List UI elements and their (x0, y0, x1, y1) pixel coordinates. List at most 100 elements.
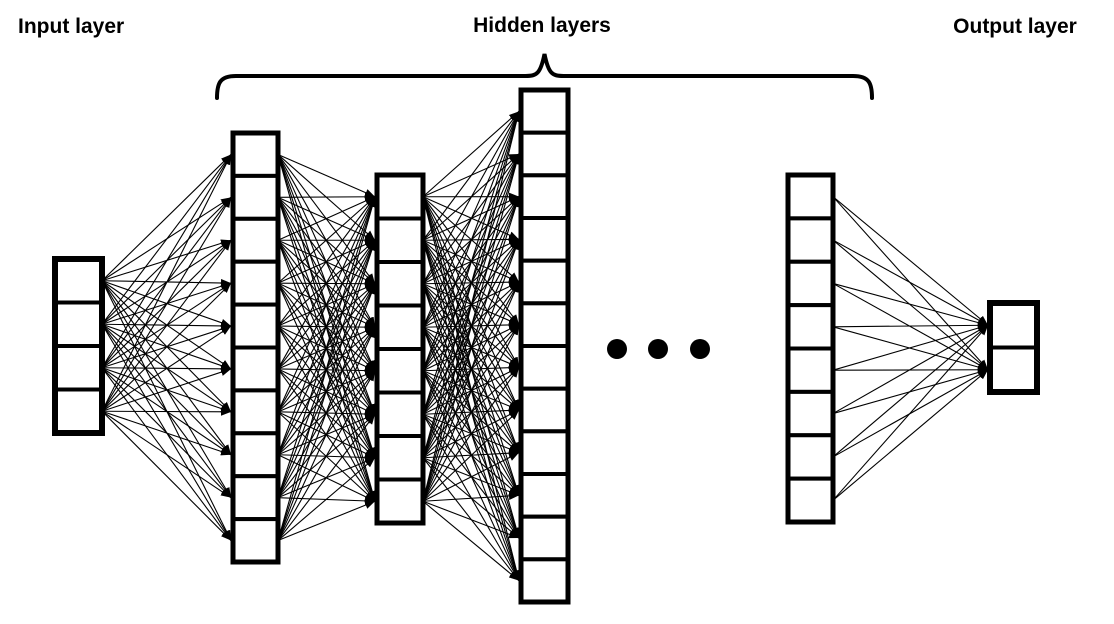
connection-line (422, 452, 520, 502)
hidden-layer-3 (518, 87, 571, 605)
hidden-layer-1-node-7 (231, 388, 280, 436)
connection-line (277, 283, 376, 541)
hidden-layer-n-node-1 (786, 173, 835, 221)
hidden-layer-n-node-8 (786, 476, 835, 525)
connection-line (101, 410, 232, 499)
hidden-layer-n-node-6 (786, 389, 835, 438)
connection-line (101, 154, 232, 325)
connection-line (422, 111, 520, 371)
connection-line (277, 196, 376, 241)
connection-line (101, 154, 232, 282)
connection-line (832, 324, 989, 371)
connection-line (101, 325, 232, 412)
hidden-layer-1 (230, 130, 281, 565)
hidden-layer-3-node-4 (519, 216, 570, 263)
connection-line (277, 153, 376, 198)
connection-line (101, 410, 232, 541)
hidden-layer-n-node-7 (786, 433, 835, 481)
hidden-layers-brace (215, 53, 874, 100)
hidden-layer-2-node-1 (375, 173, 425, 221)
connection-line (277, 196, 377, 541)
connection-line (101, 197, 232, 412)
connection-line (277, 500, 376, 542)
output-layer-node-2 (988, 345, 1039, 394)
hidden-layer-2-node-8 (375, 477, 425, 525)
connection-line (277, 413, 376, 541)
connection-line (277, 196, 376, 413)
hidden-layer-2-node-6 (375, 390, 425, 438)
connection-line (277, 196, 376, 455)
hidden-layer-1-node-3 (231, 216, 280, 264)
hidden-layer-3-node-3 (519, 173, 570, 220)
connection-line (277, 327, 376, 541)
connections-hidden-layer-n-to-output-layer (832, 196, 989, 501)
hidden-layer-1-node-9 (231, 474, 280, 522)
hidden-layer-n-border (785, 172, 836, 525)
hidden-layer-2-node-2 (375, 216, 425, 264)
connection-line (832, 324, 989, 458)
connection-line (277, 196, 376, 370)
input-layer (52, 256, 105, 436)
connection-line (422, 196, 520, 502)
ellipsis-dot (690, 339, 710, 359)
output-layer (987, 300, 1040, 395)
ellipsis-dot (648, 339, 668, 359)
connection-line (422, 111, 521, 502)
connection-line (832, 239, 989, 326)
hidden-layer-1-node-10 (231, 517, 280, 564)
connection-line (277, 196, 376, 498)
hidden-layer-3-node-1 (519, 88, 570, 135)
connection-line (422, 111, 520, 241)
hidden-layer-2-node-7 (375, 434, 425, 482)
connection-line (832, 324, 989, 501)
hidden-layer-n (785, 172, 836, 525)
hidden-layer-1-border (230, 130, 281, 565)
hidden-layer-3-node-12 (519, 557, 570, 605)
connection-line (101, 154, 232, 412)
hidden-layer-2 (374, 172, 426, 526)
hidden-layer-3-node-8 (519, 386, 570, 434)
connection-line (422, 367, 520, 502)
hidden-layer-2-node-3 (375, 260, 425, 308)
input-layer-border (52, 256, 105, 436)
hidden-layer-2-node-4 (375, 303, 425, 351)
hidden-layer-3-node-6 (519, 301, 570, 348)
connection-line (422, 491, 520, 502)
hidden-layer-1-node-6 (231, 345, 280, 393)
hidden-layer-1-node-2 (231, 173, 280, 221)
connection-line (101, 154, 232, 369)
connection-line (422, 239, 520, 502)
output-layer-label: Output layer (953, 15, 1077, 38)
connection-line (422, 111, 520, 328)
input-layer-node-3 (53, 344, 104, 392)
connection-line (832, 324, 989, 415)
connection-line (832, 282, 989, 371)
connection-line (832, 369, 989, 501)
connection-line (277, 196, 376, 327)
connection-line (422, 110, 520, 198)
connection-line (277, 192, 376, 201)
connection-line (422, 500, 520, 582)
hidden-layer-n-node-5 (786, 346, 835, 394)
input-layer-label: Input layer (18, 15, 125, 38)
connection-line (422, 111, 521, 458)
hidden-layer-3-node-2 (519, 130, 570, 178)
connection-line (832, 196, 989, 326)
connection-line (422, 111, 520, 285)
input-layer-node-4 (53, 387, 104, 435)
connection-line (422, 153, 521, 502)
connection-line (277, 370, 376, 541)
connection-line (101, 410, 232, 456)
connection-line (101, 407, 232, 416)
connection-line (422, 281, 520, 502)
input-layer-node-1 (53, 257, 104, 305)
connections-hidden-layer-2-to-hidden-layer-3 (422, 110, 521, 582)
connection-line (277, 457, 376, 541)
connection-line (277, 240, 376, 541)
connection-line (422, 409, 520, 502)
hidden-layers-label: Hidden layers (473, 14, 611, 37)
input-layer-node-2 (53, 300, 104, 348)
hidden-layers-ellipsis (607, 339, 710, 359)
